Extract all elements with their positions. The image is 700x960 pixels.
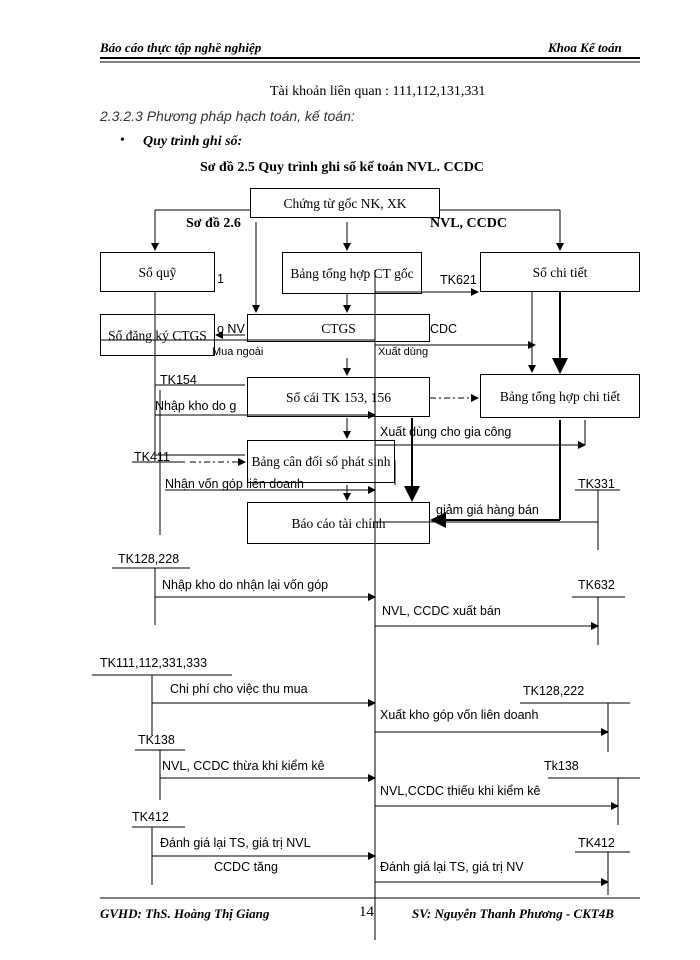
fragment-nv: o NV — [217, 322, 245, 336]
label-danh-gia-tang-2: CCDC tăng — [214, 860, 278, 874]
header-right: Khoa Kế toán — [548, 40, 622, 55]
label-mua-ngoai: Mua ngoài — [212, 346, 264, 358]
label-nhap-kho-do-g: Nhập kho do g — [155, 399, 237, 413]
overlap-title-prefix: Sơ đồ 2.6 — [186, 216, 241, 231]
trial-balance-box: Bảng cân đối số phát sinh — [247, 440, 395, 483]
related-accounts: Tài khoản liên quan : 111,112,131,331 — [270, 84, 486, 99]
overlap-title-suffix: NVL, CCDC — [430, 216, 507, 231]
label-xuat-dung: Xuất dùng — [378, 346, 429, 358]
fragment-label: 1 — [217, 272, 224, 286]
bullet-icon: • — [120, 133, 125, 148]
label-xuat-dung-gia-cong: Xuất dùng cho gia công — [380, 425, 512, 439]
financial-report-box: Báo cáo tài chính — [247, 502, 430, 544]
ledger-box: Sổ cái TK 153, 156 — [247, 377, 430, 417]
ctgs-box: CTGS — [247, 314, 430, 342]
account-tk128-222: TK128,222 — [523, 684, 585, 698]
summary-source-docs-box: Bảng tổng hợp CT gốc — [282, 252, 422, 294]
label-thua-kiem-ke: NVL, CCDC thừa khi kiểm kê — [162, 759, 325, 773]
label-giam-gia: giảm giá hàng bán — [436, 503, 539, 517]
label-xuat-ban: NVL, CCDC xuất bán — [382, 604, 501, 618]
footer-right: SV: Nguyễn Thanh Phương - CKT4B — [412, 906, 614, 921]
page-number: 14 — [359, 904, 374, 920]
account-tk621: TK621 — [440, 273, 477, 287]
label-danh-gia-tang-1: Đánh giá lại TS, giá trị NVL — [160, 836, 311, 850]
diagram-title: Sơ đồ 2.5 Quy trình ghi sổ kế toán NVL. … — [200, 160, 484, 175]
register-book-box: Sổ đăng ký CTGS — [100, 314, 215, 356]
section-heading: 2.3.2.3 Phương pháp hạch toán, kế toán: — [100, 108, 355, 124]
label-nhan-von-gop: Nhận vốn góp liên doanh — [165, 477, 305, 491]
bullet-text: Quy trình ghi sổ: — [143, 134, 243, 149]
account-tk412-right: TK412 — [578, 836, 615, 850]
account-tk138-right: Tk138 — [544, 759, 579, 773]
account-tk412-left: TK412 — [132, 810, 169, 824]
account-tk632: TK632 — [578, 578, 615, 592]
account-tk138-left: TK138 — [138, 733, 175, 747]
footer-left: GVHD: ThS. Hoàng Thị Giang — [100, 906, 270, 921]
account-tk154: TK154 — [160, 373, 197, 387]
account-tk411: TK411 — [134, 450, 170, 464]
account-tk331: TK331 — [578, 477, 615, 491]
fragment-cdc: CDC — [430, 322, 458, 336]
detail-summary-box: Bảng tổng hợp chi tiết — [480, 374, 640, 418]
label-thieu-kiem-ke: NVL,CCDC thiếu khi kiểm kê — [380, 784, 541, 798]
label-danh-gia-giam: Đánh giá lại TS, giá trị NV — [380, 860, 524, 874]
detail-book-box: Sổ chi tiết — [480, 252, 640, 292]
account-tk128-228: TK128,228 — [118, 552, 180, 566]
header-left: Báo cáo thực tập nghề nghiệp — [100, 40, 262, 55]
cash-book-box: Sổ quỹ — [100, 252, 215, 292]
label-nhap-kho-nhan-lai: Nhập kho do nhận lại vốn góp — [162, 578, 329, 592]
label-xuat-kho-gop-von: Xuất kho góp vốn liên doanh — [380, 708, 539, 722]
account-tk111-group: TK111,112,331,333 — [100, 656, 208, 670]
label-chi-phi-thu-mua: Chi phí cho việc thu mua — [170, 682, 308, 696]
source-documents-box: Chứng từ gốc NK, XK — [250, 188, 440, 218]
